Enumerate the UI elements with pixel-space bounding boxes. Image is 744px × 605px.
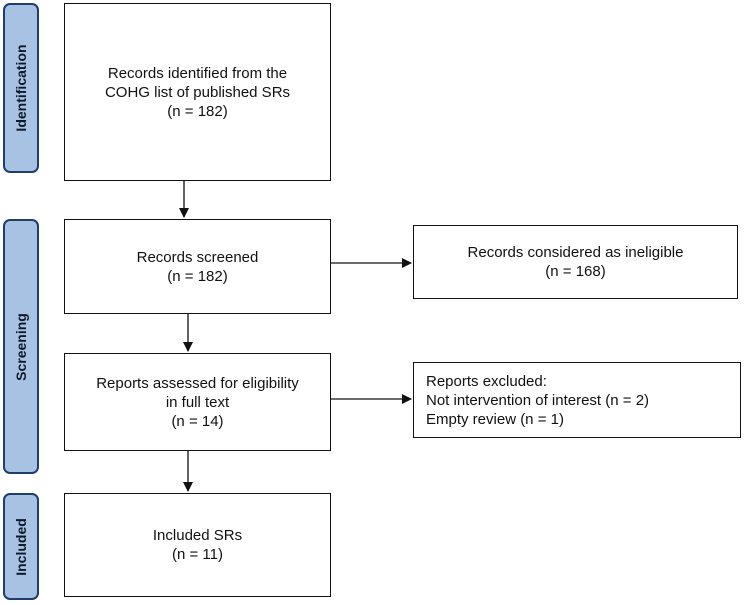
reports-assessed-line2: in full text: [165, 393, 230, 411]
records-identified-box: Records identified from the COHG list of…: [64, 3, 331, 181]
reports-excluded-reason-1: Not intervention of interest (n = 2): [426, 391, 650, 409]
records-identified-count: (n = 182): [167, 102, 228, 120]
reports-assessed-box: Reports assessed for eligibility in full…: [64, 353, 331, 451]
records-screened-count: (n = 182): [167, 267, 228, 285]
records-ineligible-box: Records considered as ineligible (n = 16…: [413, 225, 738, 299]
reports-excluded-box: Reports excluded: Not intervention of in…: [413, 362, 741, 438]
screening-phase-label: Screening: [3, 219, 39, 474]
included-srs-box: Included SRs (n = 11): [64, 493, 331, 597]
records-ineligible-count: (n = 168): [545, 263, 606, 280]
records-identified-line1: Records identified from the: [107, 64, 288, 82]
records-screened-box: Records screened (n = 182): [64, 219, 331, 314]
reports-excluded-reason-2: Empty review (n = 1): [426, 410, 564, 428]
identification-phase-label: Identification: [3, 3, 39, 173]
included-srs-count: (n = 11): [172, 546, 223, 563]
included-phase-label: Included: [3, 493, 39, 600]
reports-excluded-title: Reports excluded:: [426, 372, 547, 390]
reports-assessed-line1: Reports assessed for eligibility: [96, 374, 299, 392]
records-identified-line2: COHG list of published SRs: [104, 83, 291, 101]
included-srs-label: Included SRs: [152, 527, 243, 544]
records-ineligible-label: Records considered as ineligible: [467, 244, 684, 261]
records-screened-label: Records screened: [136, 248, 259, 266]
reports-assessed-count: (n = 14): [171, 412, 224, 430]
